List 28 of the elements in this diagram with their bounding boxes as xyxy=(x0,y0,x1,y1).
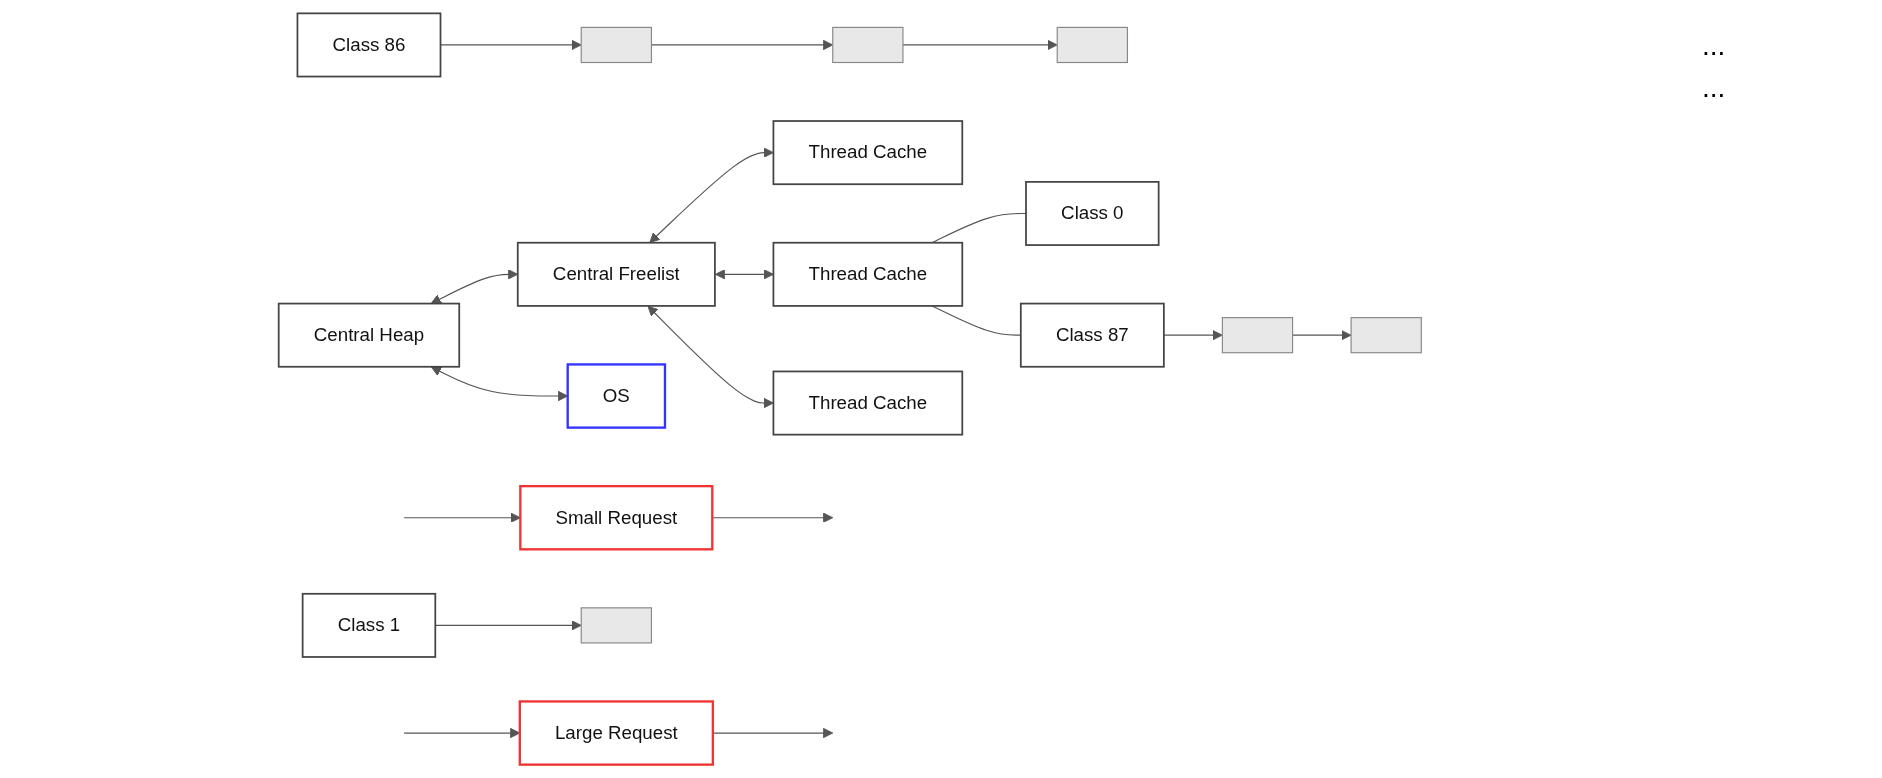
node-box xyxy=(580,26,653,64)
arrow xyxy=(1292,330,1352,341)
arrow xyxy=(902,39,1058,51)
node-box xyxy=(1056,26,1128,64)
ellipsis-label: ... xyxy=(1702,72,1727,104)
node-box: Thread Cache xyxy=(772,370,964,436)
node-box: Central Freelist xyxy=(516,241,716,307)
node-box: Class 87 xyxy=(1019,302,1165,368)
node-box: Large Request xyxy=(518,700,715,766)
arrow xyxy=(649,147,774,243)
node-box: Thread Cache xyxy=(772,241,964,307)
node-box: Thread Cache xyxy=(772,120,964,186)
arrow xyxy=(712,727,834,739)
node-box xyxy=(1350,317,1422,354)
node-box: Class 0 xyxy=(1025,181,1160,246)
node-box xyxy=(1221,317,1294,354)
node-box xyxy=(832,26,904,64)
arrow xyxy=(1163,330,1223,341)
node-box: Central Heap xyxy=(277,302,461,368)
node-box xyxy=(580,607,653,644)
arrow xyxy=(403,512,521,523)
node-box: Small Request xyxy=(519,484,714,551)
ellipsis-label: ... xyxy=(1702,30,1727,62)
node-box: OS xyxy=(566,363,667,429)
arrow xyxy=(647,305,774,409)
arrow xyxy=(714,269,774,280)
node-box: Class 86 xyxy=(296,12,442,78)
node-box: Class 1 xyxy=(301,592,437,658)
